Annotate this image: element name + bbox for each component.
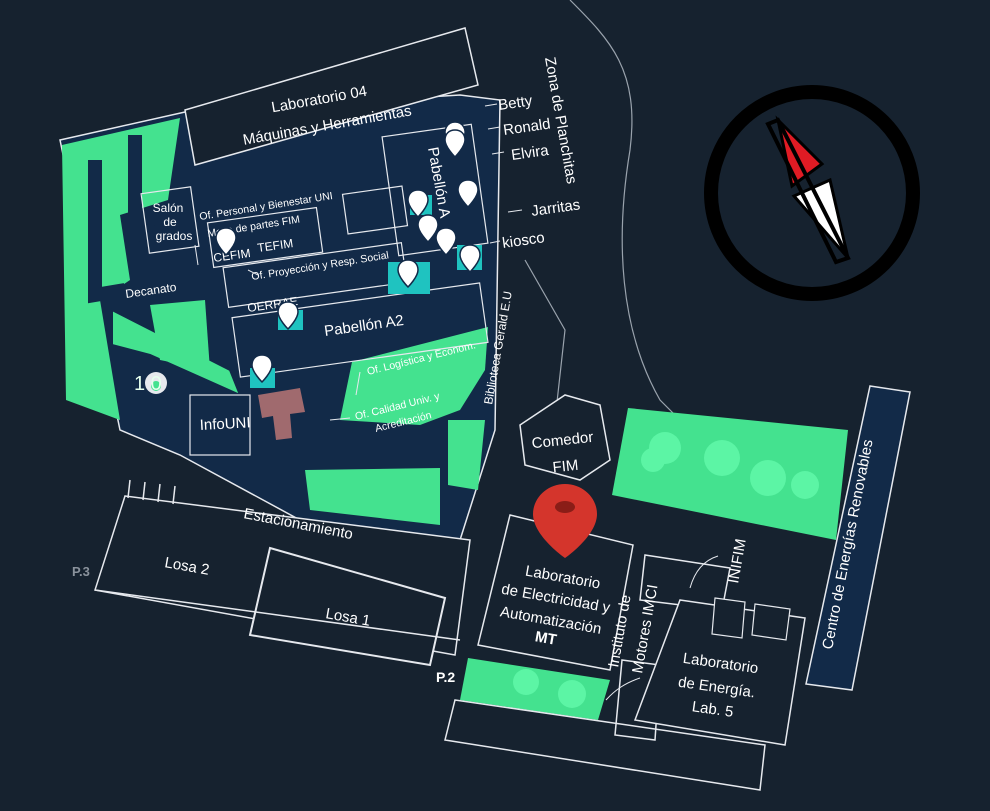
lab-elec-line4: MT: [534, 628, 558, 649]
inifim-label: INIFIM: [725, 537, 750, 584]
p3-label[interactable]: P.3: [72, 564, 90, 579]
green-area-left: [62, 118, 242, 420]
green-area-right: [612, 408, 848, 540]
map-pin-pabellon-a-low-icon[interactable]: [417, 214, 439, 244]
lab-energia-line3: Lab. 5: [691, 698, 735, 721]
comedor-line1: Comedor: [531, 429, 594, 452]
map-pin-cefim-icon[interactable]: [215, 227, 237, 257]
map-pin-pabellon-a-left-icon[interactable]: [407, 189, 429, 219]
tefim-label[interactable]: TEFIM: [256, 236, 294, 255]
entrance-block: [258, 388, 305, 440]
instituto-arrow: [605, 677, 641, 701]
green-area-center: [305, 327, 488, 525]
shop-ronald[interactable]: Ronald: [502, 116, 551, 139]
salon-grados-line2: de: [163, 215, 177, 229]
map-pins[interactable]: [215, 121, 481, 384]
shop-betty[interactable]: Betty: [497, 92, 534, 114]
map-pin-pabellon-a-top-icon[interactable]: [444, 129, 466, 159]
building-lab-energia[interactable]: Laboratorio de Energía. Lab. 5: [633, 597, 806, 746]
shop-kiosco[interactable]: kiosco: [501, 229, 545, 252]
selected-location-pin[interactable]: [533, 484, 597, 558]
anniversary-logo: 1 0: [134, 372, 167, 395]
inifim-arrow: [689, 555, 719, 589]
salon-grados-line3: grados: [156, 229, 193, 243]
p2-label[interactable]: P.2: [436, 669, 455, 685]
map-pin-entrance-icon[interactable]: [251, 354, 273, 384]
shop-arrows: [194, 103, 523, 421]
building-lab-electricidad[interactable]: Laboratorio de Electricidad y Automatiza…: [477, 514, 634, 671]
infouni-label[interactable]: InfoUNI: [199, 414, 251, 434]
building-comedor[interactable]: Comedor FIM: [519, 394, 611, 481]
compass-icon[interactable]: [704, 85, 920, 301]
road-line-2: [524, 259, 566, 421]
map-pin-pabellon-a-right-icon[interactable]: [435, 227, 457, 257]
inner-rooms: [140, 123, 489, 456]
shop-elvira[interactable]: Elvira: [510, 142, 550, 164]
anniversary-text: 1 0: [134, 373, 162, 395]
map-pin-oerrae-icon[interactable]: [277, 301, 299, 331]
salon-grados-line1[interactable]: Salón: [153, 201, 184, 215]
map-pin-icon-group[interactable]: [215, 129, 481, 384]
road-line: [569, 0, 701, 441]
comedor-line2: FIM: [552, 457, 579, 477]
parking-area[interactable]: Estacionamiento Losa 2 Losa 1 P.3 P.2: [72, 479, 471, 685]
map-pin-kiosco-icon[interactable]: [459, 244, 481, 274]
shop-jarritas[interactable]: Jarritas: [530, 196, 581, 220]
map-pin-pabellon-a-mid-icon[interactable]: [457, 179, 479, 209]
map-pin-teal-center-icon[interactable]: [397, 259, 419, 289]
green-area-bottom: [444, 658, 766, 791]
